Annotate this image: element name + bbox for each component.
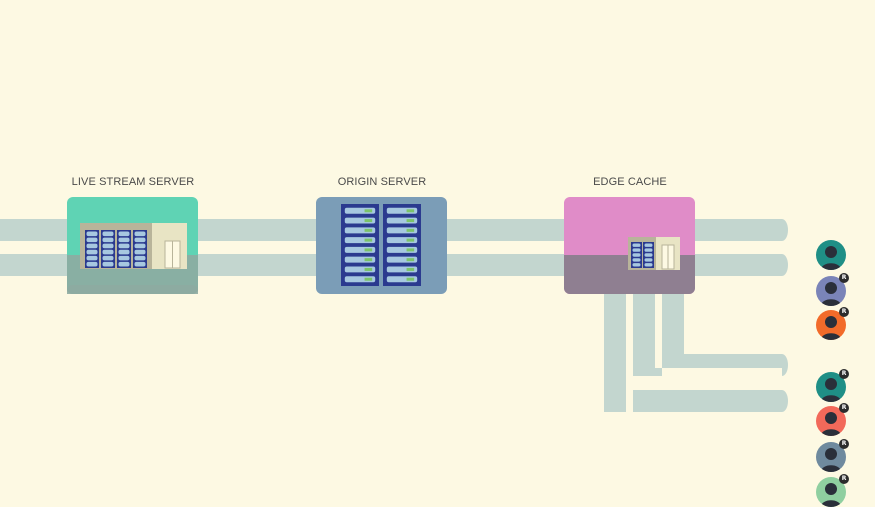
server-led <box>406 219 415 223</box>
server-slot <box>102 249 114 255</box>
server-slot <box>644 248 653 252</box>
server-slot <box>134 255 146 261</box>
person-icon <box>821 412 841 436</box>
server-slot <box>102 237 114 243</box>
viewer-4-avatar <box>816 372 846 402</box>
server-slot <box>118 249 130 255</box>
server-slot <box>134 261 146 267</box>
server-slot <box>86 243 98 249</box>
origin-server-label: ORIGIN SERVER <box>337 176 427 188</box>
server-led <box>364 219 373 223</box>
viewer-7-badge: R <box>839 474 849 484</box>
server-slot <box>644 258 653 262</box>
viewer-2-badge: R <box>839 273 849 283</box>
server-led <box>406 238 415 242</box>
server-slot <box>134 237 146 243</box>
pipe-end-bottom <box>776 254 788 276</box>
streaming-diagram: LIVE STREAM SERVER ORIGIN SERVER EDGE CA… <box>0 176 849 507</box>
pipe-branch-3-vert <box>604 276 626 412</box>
person-icon <box>821 316 841 340</box>
server-led <box>364 209 373 213</box>
person-icon <box>821 246 841 270</box>
server-slot <box>118 243 130 249</box>
viewer-6-badge: R <box>839 439 849 449</box>
viewer-3-avatar <box>816 310 846 340</box>
server-led <box>406 277 415 281</box>
server-slot <box>86 255 98 261</box>
pipe-branch-3-horz <box>604 390 782 412</box>
server-led <box>406 267 415 271</box>
server-slot <box>644 243 653 247</box>
pipe-end-top <box>776 219 788 241</box>
server-led <box>364 277 373 281</box>
server-led <box>364 267 373 271</box>
viewer-1-avatar <box>816 240 846 270</box>
pipe-branch-3-end <box>776 390 788 412</box>
edge-cache-node <box>564 197 695 294</box>
viewer-2-avatar <box>816 276 846 306</box>
server-slot <box>102 243 114 249</box>
server-led <box>406 228 415 232</box>
server-slot <box>632 258 641 262</box>
server-slot <box>632 248 641 252</box>
server-slot <box>118 231 130 237</box>
server-led <box>364 248 373 252</box>
person-icon <box>821 378 841 402</box>
server-slot <box>632 253 641 257</box>
server-slot <box>86 249 98 255</box>
server-slot <box>86 261 98 267</box>
server-slot <box>118 255 130 261</box>
server-slot <box>118 261 130 267</box>
pipe-branch-1-vert <box>662 276 684 356</box>
origin-server-node <box>316 197 447 294</box>
origin-server-rack <box>341 204 379 286</box>
server-slot <box>644 263 653 267</box>
server-slot <box>134 249 146 255</box>
person-icon <box>821 448 841 472</box>
server-led <box>364 238 373 242</box>
origin-server-rack <box>383 204 421 286</box>
server-led <box>364 228 373 232</box>
server-slot <box>102 231 114 237</box>
server-slot <box>86 231 98 237</box>
server-led <box>406 258 415 262</box>
server-slot <box>644 253 653 257</box>
server-slot <box>86 237 98 243</box>
server-led <box>406 209 415 213</box>
viewer-5-avatar <box>816 406 846 436</box>
server-slot <box>134 243 146 249</box>
server-slot <box>102 255 114 261</box>
edge-cache-label: EDGE CACHE <box>593 176 667 188</box>
diagram-canvas <box>0 197 788 412</box>
server-slot <box>134 231 146 237</box>
server-slot <box>102 261 114 267</box>
live-stream-server-node <box>67 197 198 294</box>
viewer-4-badge: R <box>839 369 849 379</box>
viewer-5-badge: R <box>839 403 849 413</box>
server-slot <box>118 237 130 243</box>
live-stream-server-label: LIVE STREAM SERVER <box>71 176 195 188</box>
server-led <box>364 258 373 262</box>
server-led <box>406 248 415 252</box>
person-icon <box>821 282 841 306</box>
viewer-3-badge: R <box>839 307 849 317</box>
server-slot <box>632 243 641 247</box>
server-slot <box>632 263 641 267</box>
